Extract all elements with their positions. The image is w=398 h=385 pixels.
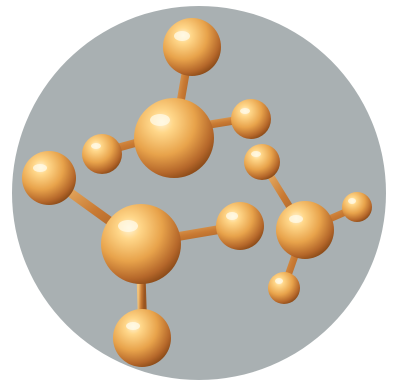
atom xyxy=(342,192,372,222)
atom xyxy=(231,99,271,139)
highlights xyxy=(33,31,356,330)
atom xyxy=(163,18,221,76)
atom xyxy=(22,151,76,205)
atom xyxy=(134,98,214,178)
atom xyxy=(216,202,264,250)
atom xyxy=(276,201,334,259)
atom xyxy=(268,272,300,304)
atom xyxy=(244,144,280,180)
atom xyxy=(113,309,171,367)
atom xyxy=(101,204,181,284)
atom xyxy=(82,134,122,174)
